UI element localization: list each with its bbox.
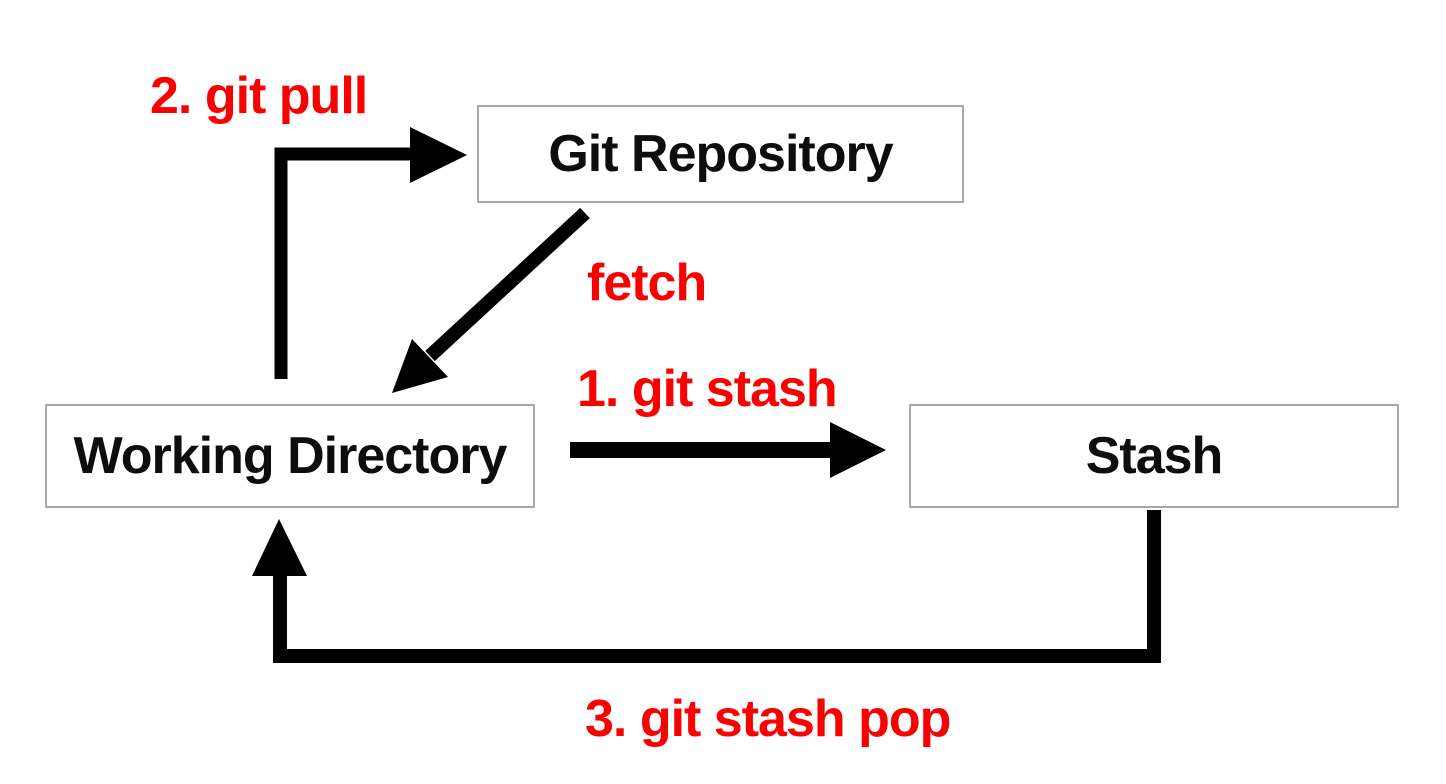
arrow-fetch [392,207,590,393]
arrow-git-stash-pop-head-icon [252,519,307,576]
edge-label-git-stash: 1. git stash [577,360,838,418]
arrow-git-stash [570,422,886,478]
arrow-git-pull-line [274,147,411,379]
edge-label-git-pull: 2. git pull [150,67,368,125]
arrow-fetch-line [425,207,590,362]
node-working-directory-label: Working Directory [73,427,508,485]
arrow-git-stash-pop [252,510,1161,663]
edge-label-git-stash-pop: 3. git stash pop [585,690,951,748]
arrow-git-pull-head-icon [410,127,467,183]
arrow-git-stash-pop-line [273,510,1161,663]
arrow-git-pull [274,127,467,379]
arrow-git-stash-head-icon [830,422,886,478]
node-git-repository: Git Repository [477,105,964,203]
node-stash-label: Stash [1085,427,1224,485]
node-working-directory: Working Directory [45,404,535,508]
edge-label-fetch: fetch [587,254,707,312]
arrow-fetch-head-icon [392,339,448,393]
node-stash: Stash [909,404,1399,508]
node-git-repository-label: Git Repository [548,125,893,183]
